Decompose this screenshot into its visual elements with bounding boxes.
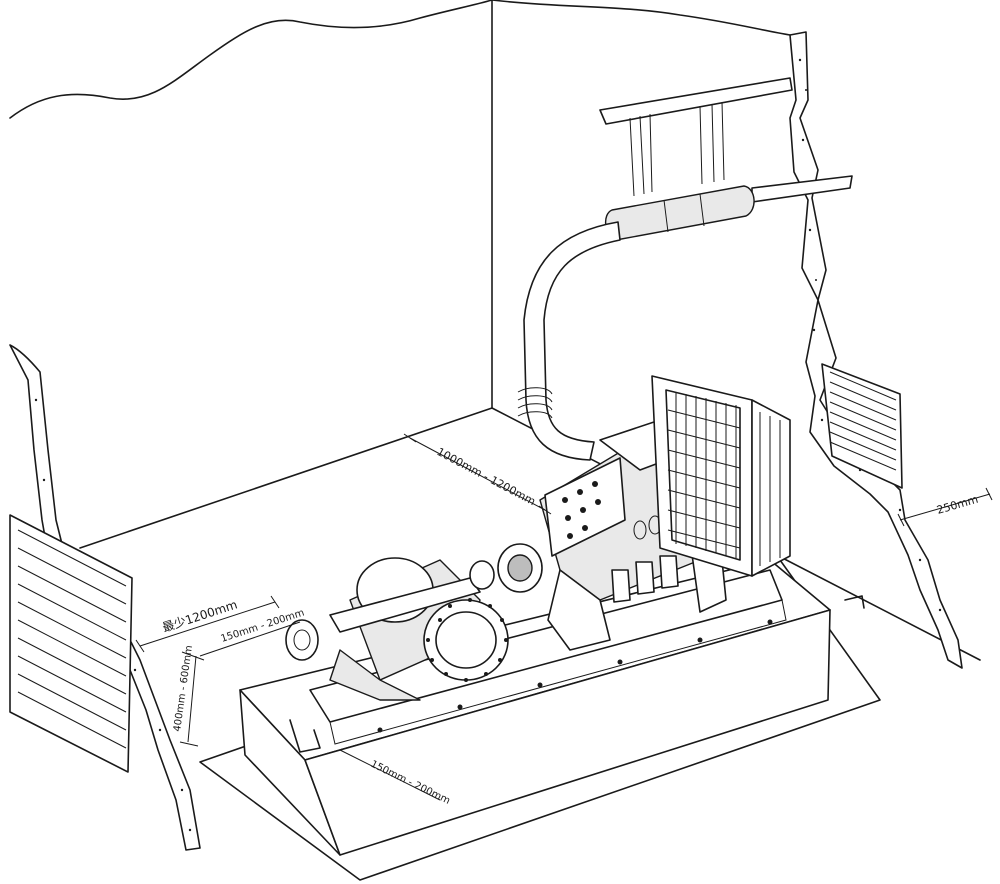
left-wall-section <box>9 344 201 851</box>
rear-clearance-label: 1000mm - 1200mm <box>435 445 538 508</box>
alternator <box>285 557 509 701</box>
left-air-inlet-louver <box>9 514 133 773</box>
dimension-lines <box>135 433 993 801</box>
base-height-label: 400mm - 600mm <box>172 645 195 733</box>
front-clearance-label: 最少1200mm <box>161 597 239 634</box>
right-air-outlet-louver <box>821 363 903 489</box>
radiator <box>651 375 791 577</box>
exhaust-system <box>517 77 853 461</box>
room-walls <box>9 0 981 661</box>
genset-skid <box>309 569 787 745</box>
side-clearance-label: 250mm <box>935 493 979 517</box>
right-wall-section <box>789 31 963 669</box>
